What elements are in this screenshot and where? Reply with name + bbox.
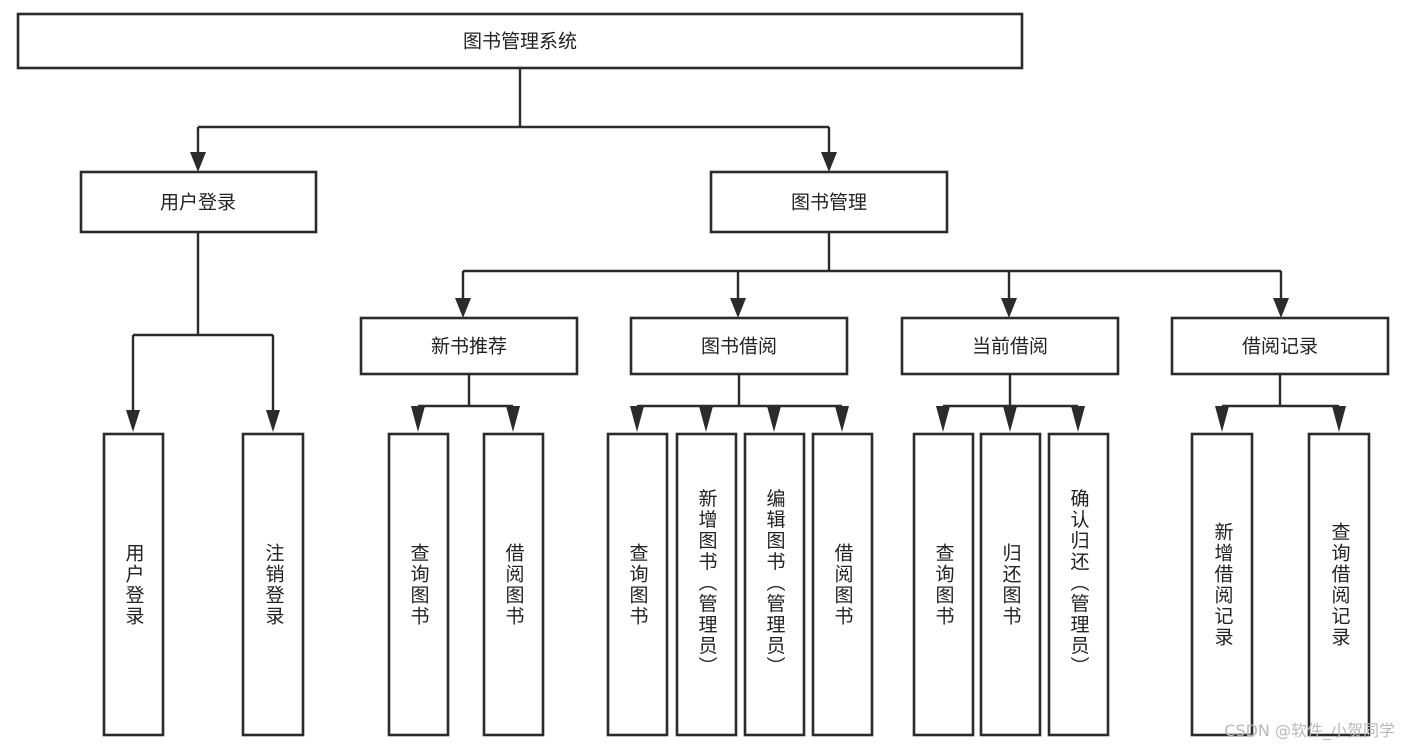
edge-layer	[126, 68, 1346, 432]
node-user-login[interactable]: 用户登录	[79, 170, 318, 234]
node-leaf-edit-book-label: 编辑图书（管理员）	[764, 488, 786, 677]
node-new-book-rec-label: 新书推荐	[431, 336, 507, 358]
node-leaf-return-book-label: 归还图书	[1000, 543, 1022, 627]
node-leaf-query-book-c[interactable]: 查询图书	[912, 432, 975, 737]
arrow-head-leaf-confirm-return	[1071, 406, 1085, 432]
arrow-head-leaf-query-record	[1332, 406, 1346, 432]
node-book-borrow-box[interactable]	[629, 316, 849, 376]
arrow-head-leaf-query-book-a	[411, 406, 425, 432]
arrow-head-leaf-return-book	[1003, 406, 1017, 432]
node-current-borrow-box[interactable]	[900, 316, 1120, 376]
node-leaf-query-record-box[interactable]	[1307, 432, 1371, 737]
node-leaf-edit-book[interactable]: 编辑图书（管理员）	[743, 432, 806, 737]
node-leaf-logout-label: 注销登录	[263, 543, 285, 627]
node-leaf-query-book-a-box[interactable]	[387, 432, 450, 737]
node-leaf-query-record[interactable]: 查询借阅记录	[1307, 432, 1371, 737]
node-leaf-logout-box[interactable]	[241, 432, 305, 737]
node-leaf-return-book[interactable]: 归还图书	[979, 432, 1042, 737]
node-new-book-rec[interactable]: 新书推荐	[359, 316, 579, 376]
node-leaf-user-login-box[interactable]	[102, 432, 165, 737]
node-book-manage-box[interactable]	[709, 170, 949, 234]
arrow-head-leaf-add-record	[1215, 406, 1229, 432]
node-leaf-add-record-box[interactable]	[1190, 432, 1254, 737]
node-book-manage[interactable]: 图书管理	[709, 170, 949, 234]
node-root-box[interactable]	[16, 12, 1024, 70]
node-user-login-box[interactable]	[79, 170, 318, 234]
node-leaf-query-book-b-label: 查询图书	[627, 543, 649, 627]
node-leaf-query-book-c-box[interactable]	[912, 432, 975, 737]
node-leaf-add-book-label: 新增图书（管理员）	[696, 488, 718, 677]
node-leaf-query-book-b[interactable]: 查询图书	[606, 432, 669, 737]
node-leaf-add-book-box[interactable]	[675, 432, 738, 737]
node-root[interactable]: 图书管理系统	[16, 12, 1024, 70]
node-leaf-borrow-book-a-box[interactable]	[482, 432, 545, 737]
node-leaf-confirm-return[interactable]: 确认归还（管理员）	[1047, 432, 1110, 737]
node-leaf-confirm-return-label: 确认归还（管理员）	[1068, 488, 1090, 677]
node-leaf-confirm-return-box[interactable]	[1047, 432, 1110, 737]
node-leaf-borrow-book-b-label: 借阅图书	[832, 543, 854, 627]
node-leaf-add-book[interactable]: 新增图书（管理员）	[675, 432, 738, 737]
node-leaf-borrow-book-a[interactable]: 借阅图书	[482, 432, 545, 737]
node-current-borrow[interactable]: 当前借阅	[900, 316, 1120, 376]
arrow-head-leaf-add-book	[699, 406, 713, 432]
node-leaf-query-book-a-label: 查询图书	[408, 543, 430, 627]
arrow-head-leaf-query-book-b	[630, 406, 644, 432]
arrow-head-leaf-user-login	[126, 410, 140, 432]
node-leaf-add-record[interactable]: 新增借阅记录	[1190, 432, 1254, 737]
node-borrow-record[interactable]: 借阅记录	[1170, 316, 1390, 376]
node-book-borrow-label: 图书借阅	[701, 336, 777, 358]
node-root-label: 图书管理系统	[463, 31, 577, 53]
arrow-head-borrow-record	[1273, 298, 1289, 318]
arrow-head-book-manage	[821, 152, 837, 172]
arrow-head-leaf-borrow-book-b	[835, 406, 849, 432]
node-leaf-return-book-box[interactable]	[979, 432, 1042, 737]
node-leaf-borrow-book-a-label: 借阅图书	[503, 543, 525, 627]
node-leaf-query-record-label: 查询借阅记录	[1329, 522, 1351, 648]
node-leaf-logout[interactable]: 注销登录	[241, 432, 305, 737]
node-leaf-user-login[interactable]: 用户登录	[102, 432, 165, 737]
node-book-borrow[interactable]: 图书借阅	[629, 316, 849, 376]
node-book-manage-label: 图书管理	[791, 192, 867, 214]
node-borrow-record-label: 借阅记录	[1242, 336, 1318, 358]
node-leaf-borrow-book-b[interactable]: 借阅图书	[811, 432, 874, 737]
arrow-head-leaf-borrow-book-a	[506, 406, 520, 432]
node-leaf-add-record-label: 新增借阅记录	[1212, 522, 1234, 648]
node-leaf-borrow-book-b-box[interactable]	[811, 432, 874, 737]
node-new-book-rec-box[interactable]	[359, 316, 579, 376]
arrow-head-book-borrow	[730, 298, 746, 318]
arrow-head-leaf-logout	[266, 410, 280, 432]
node-borrow-record-box[interactable]	[1170, 316, 1390, 376]
arrow-head-leaf-query-book-c	[936, 406, 950, 432]
node-leaf-edit-book-box[interactable]	[743, 432, 806, 737]
node-current-borrow-label: 当前借阅	[972, 336, 1048, 358]
node-leaf-query-book-c-label: 查询图书	[933, 543, 955, 627]
arrow-head-leaf-edit-book	[767, 406, 781, 432]
arrow-head-current-borrow	[1001, 298, 1017, 318]
node-leaf-query-book-a[interactable]: 查询图书	[387, 432, 450, 737]
node-leaf-query-book-b-box[interactable]	[606, 432, 669, 737]
arrow-head-new-book-rec	[455, 298, 471, 318]
arrow-head-user-login	[190, 152, 206, 172]
watermark-label: CSDN @软件_小贺同学	[1224, 721, 1395, 740]
node-user-login-label: 用户登录	[160, 192, 236, 214]
node-leaf-user-login-label: 用户登录	[123, 543, 145, 627]
